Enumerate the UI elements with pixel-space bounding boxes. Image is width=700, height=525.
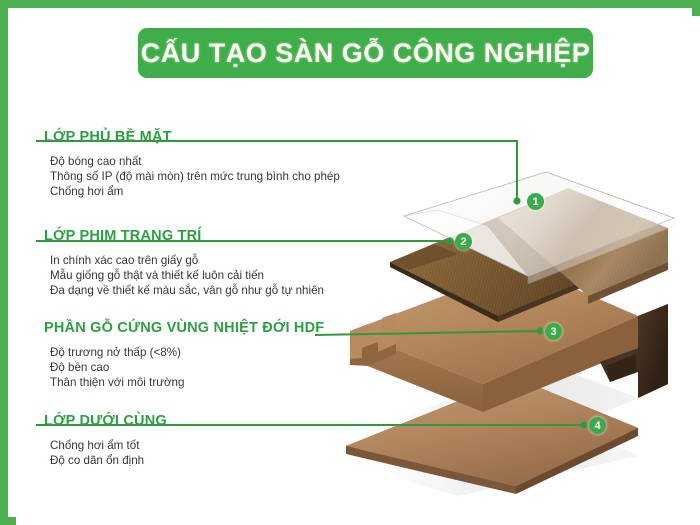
title-banner: CẤU TẠO SÀN GỖ CÔNG NGHIỆP	[138, 28, 593, 78]
section-4-line-1: Chống hơi ẩm tốt	[50, 439, 140, 452]
section-hdf-core: PHẦN GỖ CỨNG VÙNG NHIỆT ĐỚI HDF Độ trươn…	[44, 319, 324, 391]
section-3-heading: PHẦN GỖ CỨNG VÙNG NHIỆT ĐỚI HDF	[44, 320, 325, 336]
marker-badge-4[interactable]: 4	[589, 417, 606, 434]
section-2-line-1: In chính xác cao trên giấy gỗ	[50, 254, 199, 267]
section-4-line-2: Độ co dãn ổn định	[50, 454, 145, 468]
section-1-line-3: Chống hơi ẩm	[50, 185, 124, 199]
section-1-body: Độ bóng cao nhất Thông số IP (độ mài mòn…	[44, 154, 340, 200]
connector-dot-4	[580, 421, 588, 429]
section-3-line-1: Độ trương nở thấp (<8%)	[50, 346, 181, 359]
section-1-line-1: Độ bóng cao nhất	[50, 155, 142, 168]
section-2-line-2: Mẫu giống gỗ thật và thiết kế luôn cải t…	[50, 269, 264, 283]
section-2-line-3: Đa dạng về thiết kế màu sắc, vân gỗ như …	[50, 284, 324, 298]
section-4-heading: LỚP DƯỚI CÙNG	[44, 413, 167, 429]
connector-dots	[446, 197, 588, 429]
infographic-canvas: CẤU TẠO SÀN GỖ CÔNG NGHIỆP	[16, 16, 700, 525]
connector-lines	[36, 140, 588, 429]
floorboard-illustration	[338, 166, 700, 496]
section-3-body: Độ trương nở thấp (<8%) Độ bền cao Thân …	[44, 345, 324, 391]
connector-dot-3	[536, 327, 544, 335]
section-decor-film: LỚP PHIM TRANG TRÍ In chính xác cao trên…	[44, 227, 324, 299]
section-surface-layer: LỚP PHỦ BỀ MẶT Độ bóng cao nhất Thông số…	[44, 128, 340, 200]
section-3-line-3: Thân thiện với môi trường	[50, 376, 185, 390]
section-3-line-2: Độ bền cao	[50, 361, 110, 375]
section-backing-layer: LỚP DƯỚI CÙNG Chống hơi ẩm tốt Độ co dãn…	[44, 412, 167, 468]
connector-line-1	[36, 140, 518, 201]
section-2-heading: LỚP PHIM TRANG TRÍ	[44, 228, 202, 244]
marker-badge-1[interactable]: 1	[527, 193, 544, 210]
page-title: CẤU TẠO SÀN GỖ CÔNG NGHIỆP	[140, 37, 591, 68]
connector-dot-1	[513, 197, 521, 205]
marker-badge-2[interactable]: 2	[455, 233, 472, 250]
layer-hdf-core	[350, 266, 668, 412]
section-4-body: Chống hơi ẩm tốt Độ co dãn ổn định	[44, 438, 167, 468]
section-1-line-2: Thông số IP (độ mài mòn) trên mức trung …	[50, 170, 340, 184]
connector-dot-2	[446, 237, 454, 245]
marker-badge-3[interactable]: 3	[545, 323, 562, 340]
layer-backing	[346, 378, 638, 494]
section-2-body: In chính xác cao trên giấy gỗ Mẫu giống …	[44, 253, 324, 299]
connector-line-3	[314, 330, 541, 336]
section-1-heading: LỚP PHỦ BỀ MẶT	[44, 129, 172, 145]
